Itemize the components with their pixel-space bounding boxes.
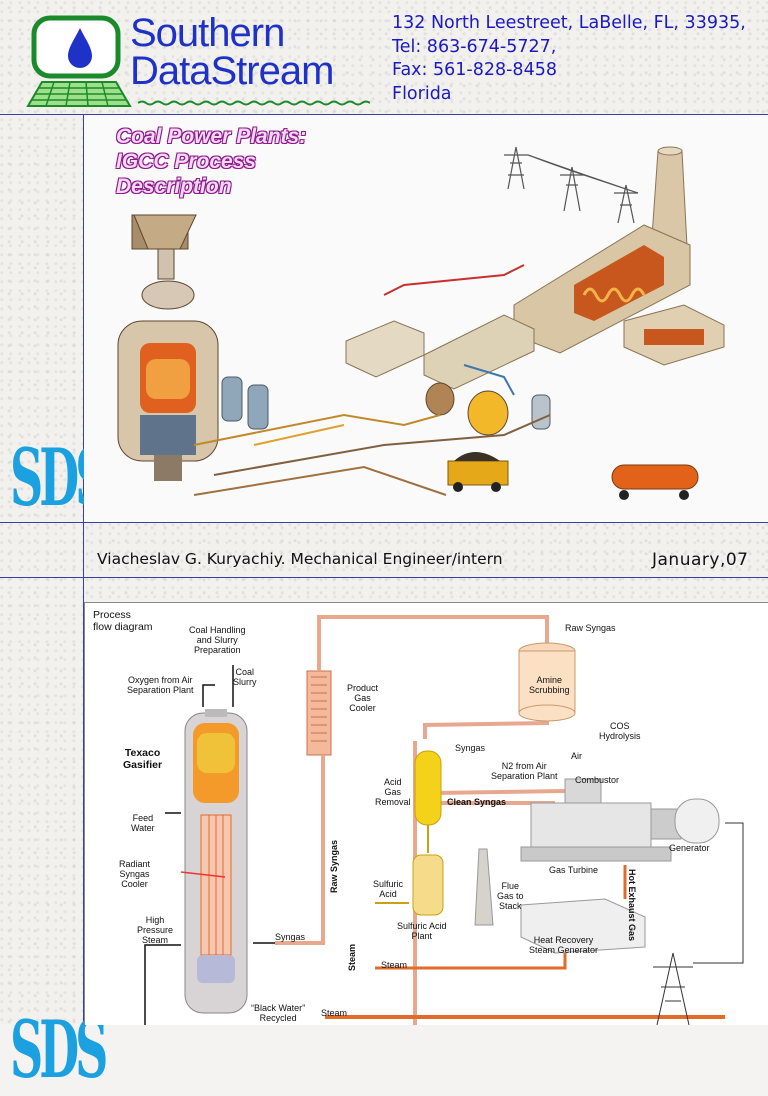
raw-syngas-label: Raw Syngas [565, 623, 616, 633]
sulfuric-acid-label: Sulfuric Acid [373, 879, 403, 899]
oxygen-2: Separation Plant [127, 685, 194, 695]
coal-slurry-1: Coal [235, 667, 255, 677]
combustor-label: Combustor [575, 775, 620, 785]
flow-diagram-graphics [144, 615, 744, 1025]
coal-handling-3: Preparation [194, 645, 241, 655]
fax-line: Fax: 561-828-8458 [392, 60, 557, 80]
logo-line-1: Southern [130, 11, 285, 55]
n2-label: N2 from Air Separation Plant [491, 761, 558, 781]
black-water-1: “Black Water” [251, 1003, 306, 1013]
clean-syngas-label: Clean Syngas [447, 797, 507, 807]
syngas-label: Syngas [455, 743, 486, 753]
cos-2: Hydrolysis [599, 731, 641, 741]
state-line: Florida [392, 83, 452, 104]
acid-gas-2: Gas [384, 787, 402, 797]
hp-steam-3: Steam [142, 935, 169, 945]
gas-turbine-label: Gas Turbine [549, 865, 599, 875]
logo-line-2: DataStream [130, 49, 334, 93]
n2-2: Separation Plant [491, 771, 558, 781]
amine-label: Amine Scrubbing [529, 675, 570, 695]
amine-2: Scrubbing [529, 685, 570, 695]
hrsg-2: Steam Generator [529, 945, 599, 955]
acid-gas-3: Removal [375, 797, 411, 807]
process-flow-diagram: Process flow diagram Coal Handling and S… [84, 602, 768, 1025]
coal-slurry-2: Slurry [233, 677, 257, 687]
cos-1: COS [610, 721, 630, 731]
oxygen-1: Oxygen from Air [128, 675, 193, 685]
radiant-cooler-label: Radiant Syngas Cooler [119, 859, 150, 889]
product-gas-cooler-label: Product Gas Cooler [347, 683, 378, 713]
sulfuric-acid-2: Acid [379, 889, 397, 899]
flow-heading: Process flow diagram [93, 609, 153, 633]
product-gas-3: Cooler [349, 703, 376, 713]
product-gas-1: Product [347, 683, 379, 693]
header-divider [0, 114, 768, 115]
oxygen-label: Oxygen from Air Separation Plant [127, 675, 194, 695]
black-water-2: Recycled [259, 1013, 297, 1023]
flow-heading-2: flow diagram [93, 621, 153, 633]
igcc-plant-illustration [84, 115, 768, 522]
acid-gas-label: Acid Gas Removal [375, 777, 411, 807]
gasifier-1: Texaco [124, 747, 161, 759]
amine-1: Amine [536, 675, 563, 685]
radiant-1: Radiant [119, 859, 151, 869]
hot-exhaust-label: Hot Exhaust Gas [627, 869, 637, 942]
steam-label-1: Steam [381, 960, 408, 970]
gasifier-label: Texaco Gasifier [123, 747, 162, 771]
product-gas-2: Gas [354, 693, 371, 703]
steam-label-2: Steam [321, 1008, 348, 1018]
address-line: 132 North Leestreet, LaBelle, FL, 33935, [392, 13, 746, 33]
document-date: January,07 [652, 550, 749, 570]
phone-line: Tel: 863-674-5727, [392, 36, 557, 57]
steam-vertical-label: Steam [347, 943, 357, 971]
byline-divider [0, 577, 768, 578]
flue-gas-3: Stack [499, 901, 522, 911]
flue-gas-2: Gas to [497, 891, 524, 901]
hrsg-label: Heat Recovery Steam Generator [529, 935, 598, 955]
coal-slurry-label: Coal Slurry [233, 667, 257, 687]
syngas-out-label: Syngas [275, 932, 306, 942]
company-logo: Southern DataStream [10, 8, 380, 108]
title-line-1: Coal Power Plants: [116, 125, 307, 148]
logo-wordmark: Southern DataStream [130, 11, 334, 93]
feed-water-label: Feed Water [131, 813, 155, 833]
flue-gas-label: Flue Gas to Stack [497, 881, 524, 911]
flow-heading-1: Process [93, 609, 131, 621]
n2-1: N2 from Air [501, 761, 547, 771]
air-label: Air [571, 751, 582, 761]
raw-syngas-vertical-label: Raw Syngas [329, 839, 339, 893]
flue-gas-1: Flue [501, 881, 520, 891]
acid-gas-1: Acid [384, 777, 402, 787]
coal-handling-2: and Slurry [196, 635, 238, 645]
sulfuric-plant-label: Sulfuric Acid Plant [397, 921, 447, 941]
feed-water-1: Feed [132, 813, 154, 823]
water-drop-logo-icon [26, 15, 132, 107]
black-water-label: “Black Water” Recycled [251, 1003, 305, 1023]
gasifier-2: Gasifier [123, 759, 163, 771]
hp-steam-label: High Pressure Steam [137, 915, 173, 945]
power-pylons [504, 146, 639, 224]
illustration-divider [0, 522, 768, 523]
side-divider [83, 115, 84, 1024]
coal-handling-1: Coal Handling [189, 625, 246, 635]
title-line-2: IGCC Process [116, 150, 257, 173]
company-address: 132 North Leestreet, LaBelle, FL, 33935,… [392, 12, 746, 106]
sulfuric-acid-1: Sulfuric [373, 879, 404, 889]
generator-label: Generator [669, 843, 710, 853]
author-byline: Viacheslav G. Kuryachiy. Mechanical Engi… [97, 550, 503, 568]
logo-wave-underline [138, 100, 370, 106]
cos-label: COS Hydrolysis [599, 721, 641, 741]
sulfuric-plant-2: Plant [411, 931, 433, 941]
sulfuric-plant-1: Sulfuric Acid [397, 921, 447, 931]
hrsg-1: Heat Recovery [533, 935, 594, 945]
title-line-3: Description [116, 175, 232, 198]
feed-water-2: Water [131, 823, 155, 833]
hp-steam-1: High [145, 915, 165, 925]
radiant-2: Syngas [119, 869, 150, 879]
illustration-title: Coal Power Plants: IGCC Process Descript… [116, 124, 306, 199]
radiant-3: Cooler [121, 879, 148, 889]
coal-handling-label: Coal Handling and Slurry Preparation [189, 625, 246, 655]
hp-steam-2: Pressure [137, 925, 174, 935]
